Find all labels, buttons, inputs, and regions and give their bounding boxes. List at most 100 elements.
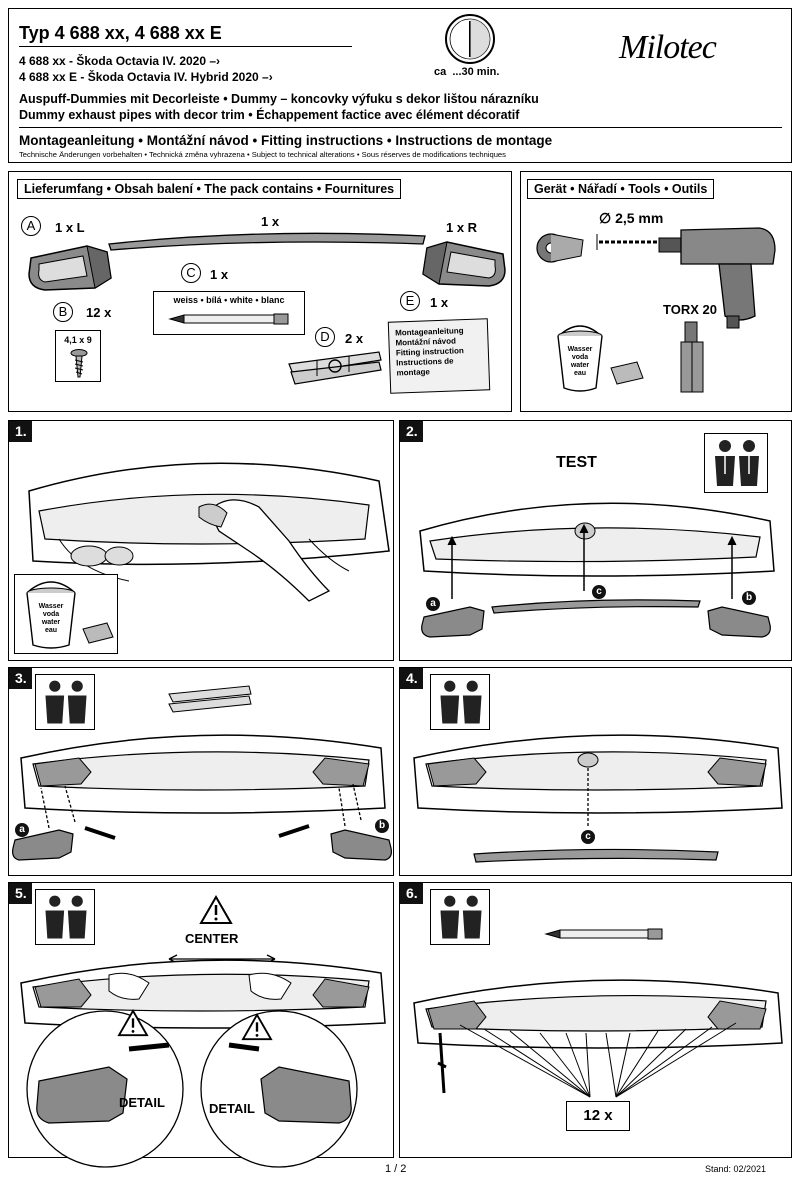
step-4-bumper-illustration (413, 734, 783, 863)
clothespin-icon (288, 351, 382, 385)
power-drill-icon (658, 227, 776, 329)
screw-card: 4,1 x 9 (55, 330, 101, 382)
decor-trim-image (108, 232, 426, 251)
detail-left-label: DETAIL (119, 1095, 165, 1110)
clock-icon (445, 14, 495, 64)
marker-b: b (742, 591, 756, 605)
tape-roll-icon (536, 233, 584, 263)
warning-icon (199, 894, 233, 924)
item-e-marker: E (400, 291, 420, 311)
model-line-2: 4 688 xx E - Škoda Octavia IV. Hybrid 20… (19, 70, 273, 84)
drill-bit-size: ∅ 2,5 mm (599, 210, 664, 226)
fitting-instructions-title: Montageanleitung • Montážní návod • Fitt… (19, 133, 553, 148)
step-5-number: 5. (9, 883, 32, 904)
drill-bit-icon (596, 234, 659, 250)
water-bucket-image: Wasser voda water eau (555, 324, 605, 392)
technical-disclaimer: Technische Änderungen vorbehalten • Tech… (19, 150, 506, 159)
test-label: TEST (556, 454, 597, 471)
exhaust-dummy-left-image (28, 245, 112, 291)
marker-a: a (15, 823, 29, 837)
two-person-icon (704, 433, 768, 493)
step-4-number: 4. (400, 668, 423, 689)
screw-count: 12 x (566, 1101, 630, 1131)
bucket-icon (26, 581, 76, 649)
step-1-bucket-text-2: voda (42, 611, 60, 618)
item-e-qty: 1 x (430, 295, 449, 310)
step-1-bucket-text-3: water (41, 619, 61, 626)
pack-contents-panel: Lieferumfang • Obsah balení • The pack c… (8, 171, 512, 412)
two-person-icon (430, 674, 490, 730)
bucket-text-4: eau (573, 370, 587, 377)
torx-size: TORX 20 (663, 302, 717, 317)
step-2-number: 2. (400, 421, 423, 442)
two-person-icon (430, 889, 490, 945)
bucket-text-3: water (570, 362, 590, 369)
step-3-panel: 3. a b (8, 667, 394, 876)
bucket-icon (557, 325, 603, 392)
detail-right-label: DETAIL (209, 1101, 255, 1116)
pack-contents-heading: Lieferumfang • Obsah balení • The pack c… (17, 179, 402, 199)
step-3-number: 3. (9, 668, 32, 689)
step-5-bumper-illustration (20, 954, 386, 1168)
torx-bit-icon (680, 321, 704, 393)
marker-b: b (375, 819, 389, 833)
step-6-bumper-illustration (413, 979, 783, 1098)
header-divider (19, 127, 782, 128)
item-c-qty: 1 x (210, 267, 229, 282)
marker-c: c (592, 585, 606, 599)
pencil-icon (544, 928, 663, 940)
step-1-bucket-text-4: eau (44, 627, 58, 634)
warning-icon (117, 1008, 149, 1037)
cloth-icon (82, 622, 114, 644)
item-b-marker: B (53, 302, 73, 322)
tools-panel: Gerät • Nářadí • Tools • Outils ∅ 2,5 mm… (520, 171, 792, 412)
bucket-text-2: voda (571, 354, 589, 361)
item-a-marker: A (21, 216, 41, 236)
item-c-marker: C (181, 263, 201, 283)
step-1-number: 1. (9, 421, 32, 442)
step-3-bumper-illustration (12, 685, 392, 861)
step-2-bumper-illustration (419, 502, 775, 638)
two-person-icon (35, 889, 95, 945)
cloth-icon (610, 361, 644, 385)
exhaust-dummy-right-image (422, 241, 506, 287)
step-1-bucket-text-1: Wasser (38, 603, 64, 610)
item-a-right-qty: 1 x R (446, 220, 478, 235)
pencil-card: weiss • bílá • white • blanc (153, 291, 305, 335)
item-b-qty: 12 x (86, 305, 112, 320)
step-2-panel: 2. TEST a c b (399, 420, 792, 661)
time-estimate: ca ...30 min. (434, 66, 500, 78)
description-line-1: Auspuff-Dummies mit Decorleiste • Dummy … (19, 92, 539, 106)
step-6-number: 6. (400, 883, 423, 904)
pencil-label: weiss • bílá • white • blanc (173, 295, 285, 305)
marker-a: a (426, 597, 440, 611)
pencil-icon (168, 313, 289, 325)
item-d-qty: 2 x (345, 331, 364, 346)
two-person-icon (35, 674, 95, 730)
bucket-text-1: Wasser (567, 346, 593, 353)
center-label: CENTER (185, 931, 239, 946)
item-a-left-qty: 1 x L (55, 220, 85, 235)
title-underline (19, 46, 352, 47)
brand-logo: Milotec (619, 29, 717, 66)
document-date: Stand: 02/2021 (705, 1164, 767, 1174)
product-title: Typ 4 688 xx, 4 688 xx E (19, 23, 222, 43)
step-6-panel: 6. 12 x (399, 882, 792, 1158)
warning-icon (241, 1012, 273, 1041)
step-1-panel: 1. Wasser voda water eau (8, 420, 394, 661)
marker-c: c (581, 830, 595, 844)
tools-heading: Gerät • Nářadí • Tools • Outils (527, 179, 715, 199)
model-line-1: 4 688 xx - Škoda Octavia IV. 2020 –› (19, 54, 221, 68)
item-a-trim-qty: 1 x (261, 214, 280, 229)
step-5-panel: 5. CENTER DETAIL DETAIL (8, 882, 394, 1168)
description-line-2: Dummy exhaust pipes with decor trim • Éc… (19, 108, 520, 122)
screw-icon (70, 349, 88, 378)
item-d-marker: D (315, 327, 335, 347)
screw-size: 4,1 x 9 (64, 335, 92, 345)
step-1-bumper-illustration (28, 462, 390, 602)
step-4-panel: 4. c (399, 667, 792, 876)
page-number: 1 / 2 (385, 1163, 407, 1175)
header-panel: Typ 4 688 xx, 4 688 xx E 4 688 xx - Škod… (8, 8, 792, 163)
step-1-bucket-inset: Wasser voda water eau (14, 574, 118, 654)
manual-line-4: Instructions de montage (396, 356, 454, 378)
